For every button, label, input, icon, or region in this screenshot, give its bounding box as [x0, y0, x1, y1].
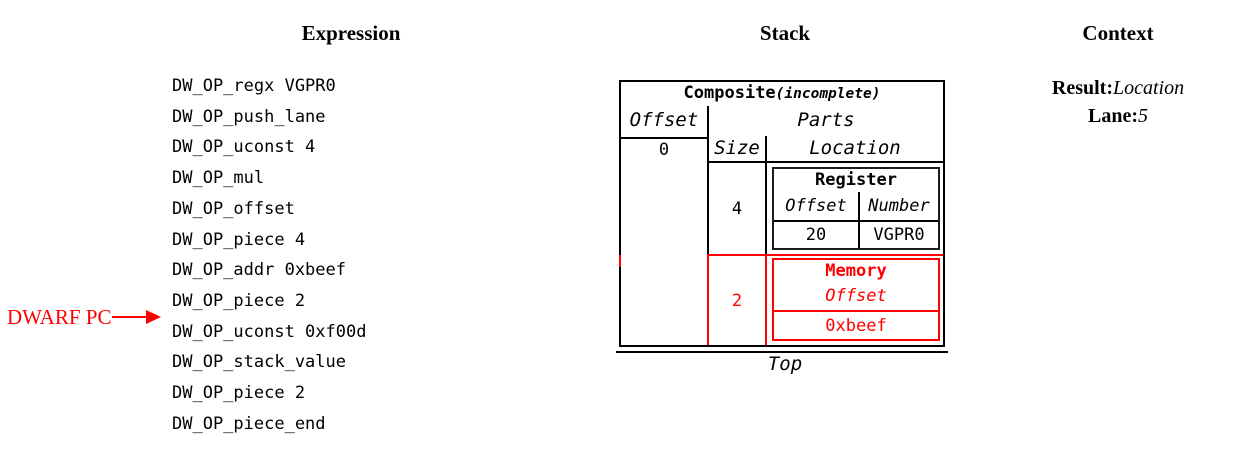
opcode-line: DW_OP_piece 2 — [172, 290, 306, 311]
opcode-line: DW_OP_stack_value — [172, 352, 346, 373]
opcode-line: DW_OP_mul — [172, 168, 265, 189]
register-offset-value: 20 — [805, 225, 827, 245]
register-location-box: Register Offset Number 20 VGPR0 — [772, 167, 940, 250]
opcode-line: DW_OP_piece 4 — [172, 229, 306, 250]
stack-top-label: Top — [767, 353, 803, 375]
context-lane-row: Lane:5 — [1008, 105, 1228, 128]
part-size-value-highlighted: 2 — [731, 290, 743, 311]
offset-value: 0 — [658, 140, 670, 160]
register-number-value: VGPR0 — [873, 225, 925, 245]
register-values-divider — [774, 220, 938, 222]
result-value: Location — [1112, 77, 1185, 99]
opcode-line-pc-target: DW_OP_uconst 0xf00d — [172, 321, 367, 342]
part-size-value: 4 — [731, 198, 743, 219]
expression-opcode-list: DW_OP_regx VGPR0 DW_OP_push_lane DW_OP_u… — [172, 71, 366, 439]
size-location-header-underline — [709, 161, 943, 163]
composite-title-suffix: (incomplete) — [775, 86, 881, 102]
parts-column-header: Parts — [797, 109, 855, 131]
composite-title: Composite — [683, 83, 776, 103]
opcode-line: DW_OP_offset — [172, 198, 295, 219]
register-offset-label: Offset — [785, 196, 847, 216]
opcode-line: DW_OP_piece_end — [172, 413, 326, 434]
register-box-title: Register — [815, 170, 897, 190]
opcode-line: DW_OP_regx VGPR0 — [172, 76, 336, 96]
dwarf-pc-arrow-icon — [146, 310, 161, 324]
opcode-line: DW_OP_piece 2 — [172, 383, 306, 404]
size-column-header: Size — [714, 136, 760, 159]
dwarf-pc-label: DWARF PC — [7, 305, 112, 329]
context-column-header: Context — [1082, 21, 1154, 45]
stack-column-header: Stack — [759, 21, 811, 45]
expression-column-header: Expression — [301, 21, 401, 45]
opcode-line: DW_OP_addr 0xbeef — [172, 260, 346, 281]
dwarf-pc-arrow-line — [112, 316, 147, 318]
opcode-line: DW_OP_uconst 4 — [172, 137, 316, 158]
result-label: Result: — [1051, 77, 1113, 99]
size-location-divider — [765, 136, 767, 254]
context-result-row: Result:Location — [1008, 77, 1228, 100]
memory-offset-label: Offset — [825, 286, 887, 306]
highlighted-row-edge-tick — [619, 255, 621, 267]
offset-column-header: Offset — [629, 109, 699, 131]
opcode-line: DW_OP_push_lane — [172, 106, 326, 127]
memory-value-divider — [774, 310, 938, 312]
stack-base-line — [616, 351, 948, 353]
memory-offset-value: 0xbeef — [825, 316, 887, 336]
highlighted-size-location-divider — [765, 254, 767, 345]
offset-header-underline — [621, 137, 709, 139]
location-column-header: Location — [809, 136, 901, 159]
lane-label: Lane: — [1088, 105, 1138, 127]
memory-location-box: Memory Offset 0xbeef — [772, 258, 940, 341]
lane-value: 5 — [1138, 105, 1148, 127]
memory-box-title: Memory — [825, 261, 887, 281]
highlighted-row-left-border — [707, 254, 709, 345]
register-number-label: Number — [868, 196, 930, 216]
highlighted-row-top-border — [707, 254, 943, 256]
composite-title-row: Composite(incomplete) — [621, 83, 943, 103]
composite-stack-table: Composite(incomplete) Offset Parts 0 Siz… — [619, 80, 945, 347]
offset-parts-divider — [707, 106, 709, 254]
